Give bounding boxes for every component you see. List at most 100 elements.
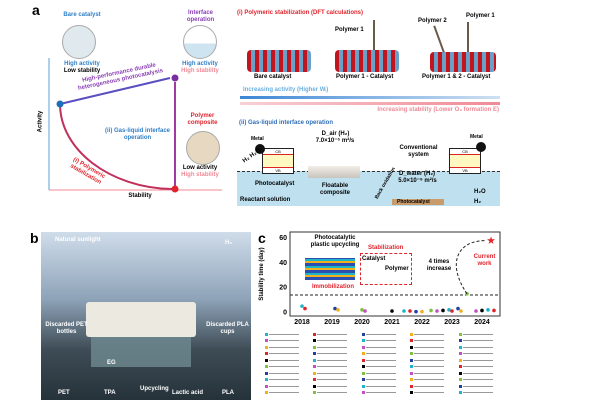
polymer2-chain: [433, 25, 445, 53]
legend-entry: [313, 332, 359, 336]
increase-label: 4 times increase: [426, 259, 452, 272]
legend-entry: [410, 352, 456, 356]
data-point: [402, 309, 406, 313]
outdoor-reactor-photo: [41, 232, 251, 400]
legend-marker: [265, 365, 268, 368]
legend-marker: [458, 345, 462, 349]
legend-entry: [361, 332, 408, 336]
legend-entry: [313, 378, 359, 382]
floatable-composite: [308, 166, 360, 178]
legend-marker: [361, 391, 365, 394]
legend-text-placeholder: [269, 333, 299, 335]
legend-text-placeholder: [365, 353, 396, 354]
legend-entry: [265, 332, 311, 336]
legend-text-placeholder: [365, 340, 396, 341]
legend-entry: [313, 339, 359, 343]
legend-text-placeholder: [317, 372, 348, 374]
data-point: [414, 309, 418, 314]
polymer2-label: Polymer 2: [418, 18, 447, 24]
composite-underwater: [91, 337, 191, 367]
legend-text-placeholder: [317, 379, 348, 380]
data-point: [459, 309, 463, 313]
legend-marker: [361, 358, 365, 362]
legend-marker: [410, 345, 414, 349]
x-tick-label: 2023: [444, 319, 460, 326]
legend-marker: [458, 384, 462, 388]
interface-activity: High activity: [182, 61, 218, 67]
y-axis-label: Stability time (day): [259, 247, 265, 300]
catalyst-label: Catalyst: [362, 256, 386, 262]
panel-a-label: a: [32, 2, 40, 18]
legend-h2o: H₂O: [474, 189, 486, 195]
current-work-star: ★: [487, 236, 496, 246]
interface-image: [183, 25, 217, 59]
legend-text-placeholder: [317, 359, 348, 361]
stability-axis-label: Stability: [128, 193, 152, 199]
legend-entry: [458, 365, 505, 369]
gl-title: (ii) Gas-liquid interface operation: [239, 120, 334, 126]
legend-marker: [410, 332, 414, 336]
legend-entry: [313, 345, 359, 349]
legend-marker: [458, 352, 462, 355]
legend-entry: [410, 345, 456, 349]
d-water-value: 5.0×10⁻⁹ m²/s: [398, 178, 437, 184]
y-tick-label: 60: [279, 235, 287, 242]
legend-text-placeholder: [414, 346, 445, 348]
x-tick-label: 2020: [354, 319, 370, 326]
data-point: [456, 306, 460, 311]
bare-point: [56, 100, 64, 108]
vb-label: VB: [275, 168, 281, 173]
activity-arrow: [240, 96, 500, 99]
polymer-activity: Low activity: [182, 165, 218, 171]
data-point: [303, 306, 307, 311]
activity-axis-label: Activity: [37, 110, 44, 133]
stabilization-path: [59, 103, 173, 190]
legend-text-placeholder: [365, 333, 396, 335]
metal-label: Metal: [470, 134, 483, 140]
vb-label: VB: [462, 168, 468, 173]
legend-entry: [361, 358, 408, 362]
metal-particle: [476, 142, 486, 152]
legend-marker: [361, 339, 365, 342]
legend-text-placeholder: [414, 372, 445, 374]
x-tick-label: 2022: [414, 319, 430, 326]
floatable-label: Floatable composite: [319, 183, 350, 196]
legend-marker: [361, 332, 365, 336]
legend-marker: [313, 391, 317, 394]
x-tick-label: 2018: [294, 319, 310, 326]
dft-title: (i) Polymeric stabilization (DFT calcula…: [237, 10, 364, 16]
legend-marker: [265, 332, 268, 336]
legend-marker: [313, 371, 317, 375]
legend-text-placeholder: [317, 366, 348, 367]
legend-marker: [361, 352, 365, 355]
performance-arrow: [59, 77, 171, 105]
photocatalyst-label: Photocatalyst: [397, 199, 430, 205]
legend-text-placeholder: [414, 333, 445, 335]
legend-text-placeholder: [269, 346, 299, 348]
cb-label: CB: [450, 149, 480, 155]
activity-stability-diagram: [48, 58, 222, 193]
legend-text-placeholder: [462, 392, 493, 393]
legend-text-placeholder: [269, 359, 299, 361]
legend-marker: [410, 371, 414, 375]
legend-text-placeholder: [317, 392, 348, 393]
legend-text-placeholder: [462, 346, 493, 348]
legend-marker: [313, 378, 317, 381]
metal-label: Metal: [251, 136, 264, 142]
legend-marker: [313, 339, 317, 342]
legend-marker: [361, 371, 365, 375]
legend-entry: [410, 365, 456, 369]
legend-marker: [410, 391, 414, 394]
x-tick-label: 2024: [474, 319, 490, 326]
legend-marker: [265, 391, 268, 394]
legend-entry: [265, 365, 311, 369]
legend-entry: [458, 345, 505, 349]
polymer-title: Polymer composite: [187, 113, 218, 126]
bare-catalyst-image: [62, 25, 96, 59]
legend-entry: [361, 345, 408, 349]
floating-composite: [86, 302, 196, 337]
legend-marker: [361, 384, 365, 388]
polymer-point: [171, 185, 179, 193]
legend-entry: [458, 384, 505, 388]
legend-marker: [410, 358, 414, 362]
